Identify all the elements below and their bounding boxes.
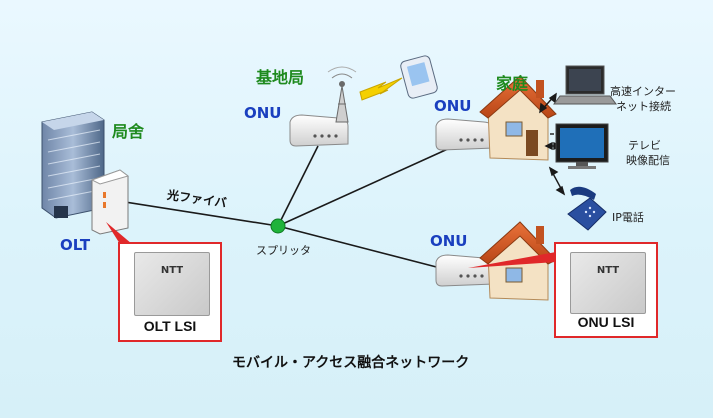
internet-service-label: 高速インター ネット接続 bbox=[610, 84, 676, 114]
olt-chip-mark: NTT bbox=[160, 265, 184, 276]
fiber-lines bbox=[111, 145, 451, 271]
tv-service-label: テレビ 映像配信 bbox=[626, 138, 670, 168]
onu-lsi-chip-icon: NTT bbox=[570, 252, 646, 314]
onu-device-lower-icon bbox=[435, 254, 495, 287]
tv-line-1: テレビ bbox=[628, 139, 661, 152]
fiber-splitter-lower-onu bbox=[277, 225, 449, 271]
olt-lsi-callout: NTT OLT LSI bbox=[118, 242, 222, 342]
diagram-caption: モバイル・アクセス融合ネットワーク bbox=[232, 355, 470, 371]
antenna-tower-icon bbox=[327, 66, 357, 123]
ip-phone-icon bbox=[567, 186, 607, 231]
wireless-bolt-icon bbox=[359, 77, 403, 101]
splitter-node bbox=[270, 218, 286, 234]
house-upper-icon bbox=[479, 75, 557, 161]
olt-rack-icon bbox=[90, 169, 130, 235]
olt-lsi-label: OLT LSI bbox=[143, 318, 197, 334]
fiber-splitter-home-onu bbox=[277, 147, 451, 227]
onu-lsi-label: ONU LSI bbox=[577, 314, 635, 330]
home-label: 家庭 bbox=[496, 74, 529, 93]
onu-home-label: ONU bbox=[434, 97, 472, 115]
onu-base-label: ONU bbox=[244, 104, 282, 122]
internet-line-1: 高速インター bbox=[610, 85, 676, 98]
tv-line-2: 映像配信 bbox=[626, 154, 670, 167]
internet-line-2: ネット接続 bbox=[616, 100, 671, 113]
fiber-olt-splitter bbox=[111, 199, 279, 227]
office-building-icon bbox=[41, 111, 105, 219]
onu-callout-pointer bbox=[468, 252, 556, 268]
service-arrows bbox=[539, 92, 566, 196]
laptop-icon bbox=[553, 65, 617, 105]
pda-device-icon bbox=[400, 55, 438, 99]
onu-lsi-callout: NTT ONU LSI bbox=[554, 242, 658, 338]
olt-lsi-chip-icon: NTT bbox=[134, 252, 210, 316]
onu-chip-mark: NTT bbox=[596, 265, 620, 276]
tv-icon bbox=[555, 123, 609, 169]
onu-lower-label: ONU bbox=[430, 232, 468, 250]
ip-phone-label: IP電話 bbox=[612, 211, 644, 224]
olt-label: OLT bbox=[60, 236, 91, 254]
onu-device-home-icon bbox=[435, 118, 495, 151]
splitter-label: スプリッタ bbox=[256, 244, 311, 257]
base-station-label: 基地局 bbox=[256, 68, 305, 87]
olt-callout-pointer bbox=[106, 222, 132, 244]
fiber-splitter-base-onu bbox=[277, 145, 319, 227]
office-label: 局舍 bbox=[112, 122, 145, 141]
